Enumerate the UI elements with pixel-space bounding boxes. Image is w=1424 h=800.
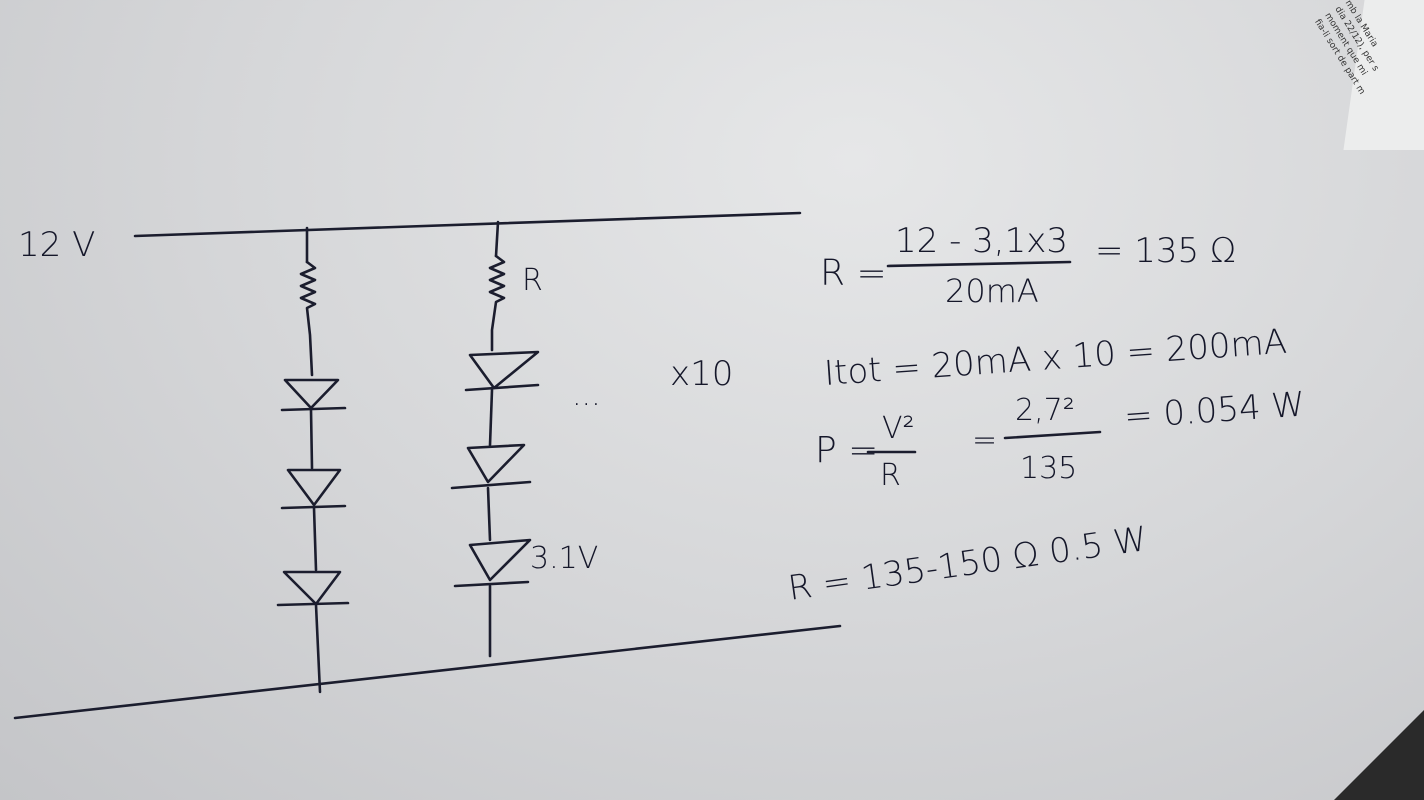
eq-p-denominator-2: 135	[1020, 451, 1077, 486]
led-string-2: R 3.1V	[450, 220, 598, 658]
led-string-1	[276, 226, 350, 694]
led-symbol	[464, 350, 540, 392]
resistor-symbol	[488, 254, 506, 352]
led-symbol	[280, 378, 347, 412]
resistor-label: R	[522, 263, 543, 298]
equations: R = 12 - 3,1x3 20mA = 135 Ω Itot = 20mA …	[786, 221, 1307, 609]
ellipsis: ...	[572, 378, 601, 413]
resistor-symbol	[299, 260, 317, 377]
eq-r-lhs: R =	[820, 253, 887, 294]
led-symbol	[276, 570, 350, 607]
eq-p-numerator: V²	[882, 411, 915, 446]
dark-corner	[1334, 710, 1424, 800]
eq-r-denominator: 20mA	[945, 272, 1039, 310]
led-voltage-label: 3.1V	[530, 541, 598, 576]
eq-p-lhs: P =	[815, 430, 878, 471]
eq-p-denominator: R	[880, 458, 901, 493]
eq-r-final: R = 135-150 Ω 0.5 W	[786, 519, 1150, 609]
supply-rail	[133, 211, 802, 238]
eq-r-numerator: 12 - 3,1x3	[895, 221, 1068, 261]
supply-label: 12 V	[18, 225, 95, 265]
led-symbol	[450, 443, 532, 490]
led-symbol	[280, 468, 347, 510]
eq-p-equals: =	[972, 423, 997, 458]
multiplier-label: x10	[670, 354, 733, 394]
eq-p-result: = 0.054 W	[1123, 384, 1306, 437]
ground-rail	[13, 624, 842, 720]
eq-r-result: = 135 Ω	[1095, 231, 1236, 271]
eq-itot: Itot = 20mA x 10 = 200mA	[823, 322, 1288, 394]
led-symbol	[453, 538, 532, 588]
eq-p-numerator-2: 2,7²	[1015, 393, 1075, 428]
